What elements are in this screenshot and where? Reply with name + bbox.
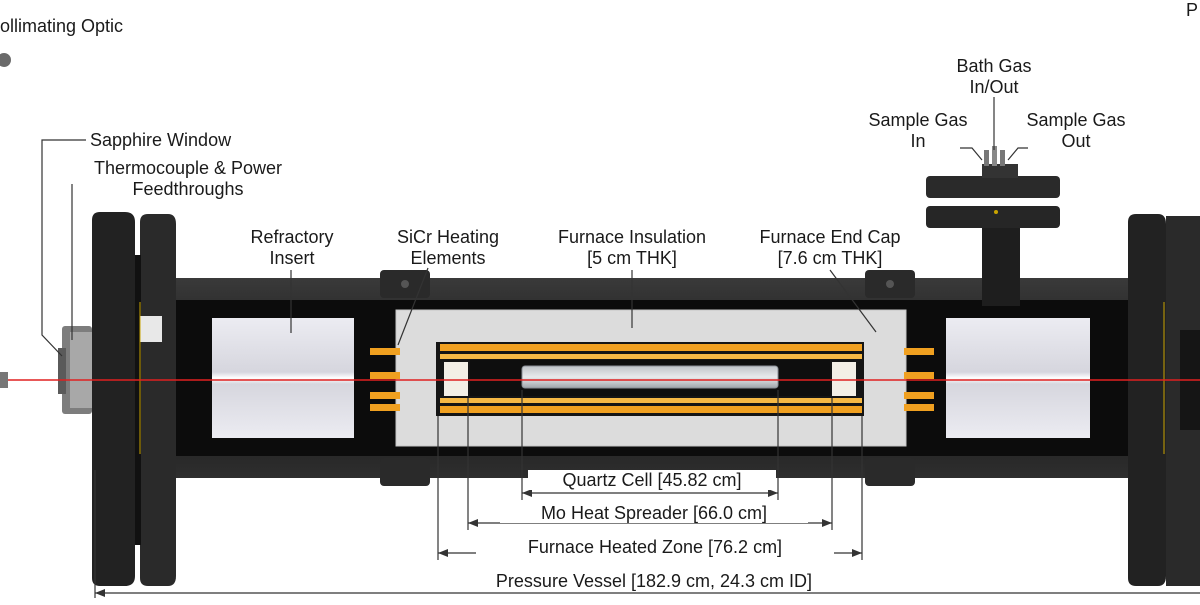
sample-in-label-line1: Sample Gas — [868, 110, 968, 130]
bath-gas-label: Bath Gas In/Out — [940, 56, 1048, 98]
thermocouple-feedthroughs-label: Thermocouple & Power Feedthroughs — [72, 158, 304, 200]
sample-gas-in-label: Sample Gas In — [852, 110, 984, 152]
quartz-cell-dimension: Quartz Cell [45.82 cm] — [528, 470, 776, 490]
thermocouple-label-line1: Thermocouple & Power — [93, 158, 283, 178]
refractory-inserts — [212, 318, 1090, 438]
pressure-vessel-dimension: Pressure Vessel [182.9 cm, 24.3 cm ID] — [440, 571, 868, 591]
bath-gas-label-line2: In/Out — [969, 77, 1019, 97]
sicr-heating-elements-label: SiCr Heating Elements — [380, 227, 516, 269]
sample-out-label-line2: Out — [1061, 131, 1091, 151]
sample-in-label-line2: In — [910, 131, 926, 151]
quartz-cell — [521, 365, 779, 389]
bath-gas-label-line1: Bath Gas — [956, 56, 1032, 76]
furnace-heated-zone-dimension: Furnace Heated Zone [76.2 cm] — [476, 537, 834, 557]
sapphire-window-label: Sapphire Window — [90, 130, 232, 150]
top-right-fragment-label: P — [1186, 0, 1199, 20]
refractory-label-line2: Insert — [269, 248, 315, 268]
gas-port-assembly — [926, 146, 1060, 306]
thermocouple-label-line2: Feedthroughs — [132, 179, 244, 199]
insulation-label-line1: Furnace Insulation — [557, 227, 707, 247]
sample-gas-out-label: Sample Gas Out — [1010, 110, 1142, 152]
endcap-label-line1: Furnace End Cap — [759, 227, 901, 247]
insulation-label-line2: [5 cm THK] — [587, 248, 677, 268]
collimating-optic-label: ollimating Optic — [0, 16, 124, 36]
mo-heat-spreader-dimension: Mo Heat Spreader [66.0 cm] — [500, 503, 808, 523]
collimating-optic-icon — [0, 53, 11, 388]
dimension-arrowheads — [95, 489, 862, 597]
sicr-label-line2: Elements — [410, 248, 486, 268]
leader-lines — [41, 97, 1028, 357]
refractory-label-line1: Refractory — [250, 227, 334, 247]
sicr-label-line1: SiCr Heating — [396, 227, 500, 247]
sicr-heating-elements — [370, 344, 934, 413]
endcap-label-line2: [7.6 cm THK] — [777, 248, 883, 268]
furnace-insulation-label: Furnace Insulation [5 cm THK] — [538, 227, 726, 269]
sample-out-label-line1: Sample Gas — [1026, 110, 1126, 130]
right-flange — [1128, 214, 1200, 586]
furnace-end-cap-label: Furnace End Cap [7.6 cm THK] — [740, 227, 920, 269]
left-flange — [58, 212, 176, 586]
refractory-insert-label: Refractory Insert — [230, 227, 354, 269]
mounting-brackets — [380, 270, 915, 486]
